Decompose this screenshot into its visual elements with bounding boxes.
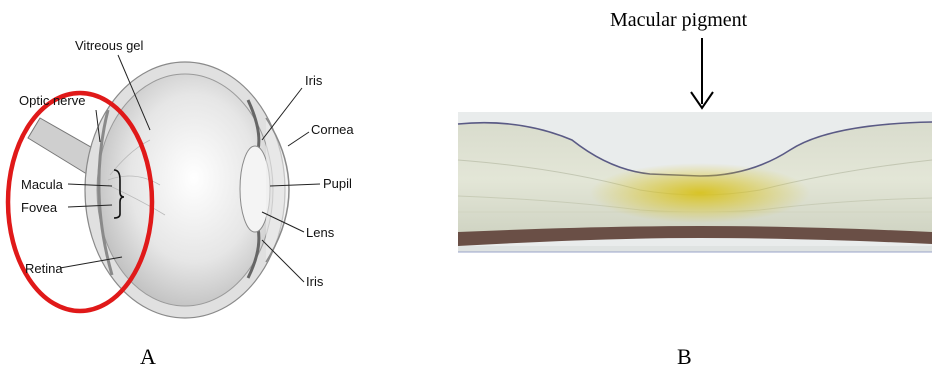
macular-pigment-title: Macular pigment (610, 9, 748, 31)
label-macula: Macula (21, 177, 64, 192)
label-iris-bottom: Iris (306, 274, 324, 289)
label-vitreous-gel: Vitreous gel (75, 38, 144, 53)
panel-a-letter: A (140, 344, 156, 368)
label-iris-top: Iris (305, 73, 323, 88)
eye-diagram: Vitreous gel Optic nerve Macula Fovea Re… (8, 38, 354, 368)
macula-histology: Macular pigment B (458, 9, 932, 368)
cornea-shape (266, 118, 289, 262)
lens-shape (240, 146, 270, 232)
macular-pigment-region (590, 163, 810, 223)
iris-top-leader (262, 88, 302, 140)
label-optic-nerve: Optic nerve (19, 93, 85, 108)
label-fovea: Fovea (21, 200, 58, 215)
label-retina: Retina (25, 261, 63, 276)
label-lens: Lens (306, 225, 335, 240)
panel-b-letter: B (677, 344, 692, 368)
cornea-leader (288, 132, 309, 146)
label-cornea: Cornea (311, 122, 354, 137)
histology-bottom-strip (458, 246, 932, 252)
label-pupil: Pupil (323, 176, 352, 191)
